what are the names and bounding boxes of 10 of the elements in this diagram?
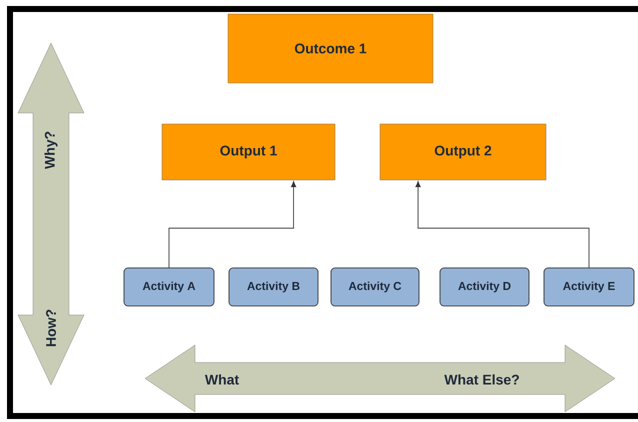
activity-box: Activity D bbox=[440, 268, 530, 306]
activity-box: Activity B bbox=[228, 268, 318, 306]
activity-box: Activity C bbox=[330, 268, 420, 306]
activity-box: Activity E bbox=[544, 268, 634, 306]
connector-arrow bbox=[415, 181, 590, 268]
connector-arrow bbox=[168, 181, 296, 268]
outcome-box: Outcome 1 bbox=[228, 14, 434, 84]
output-box: Output 2 bbox=[380, 124, 546, 180]
output-box: Output 1 bbox=[162, 124, 336, 180]
activity-box: Activity A bbox=[124, 268, 214, 306]
